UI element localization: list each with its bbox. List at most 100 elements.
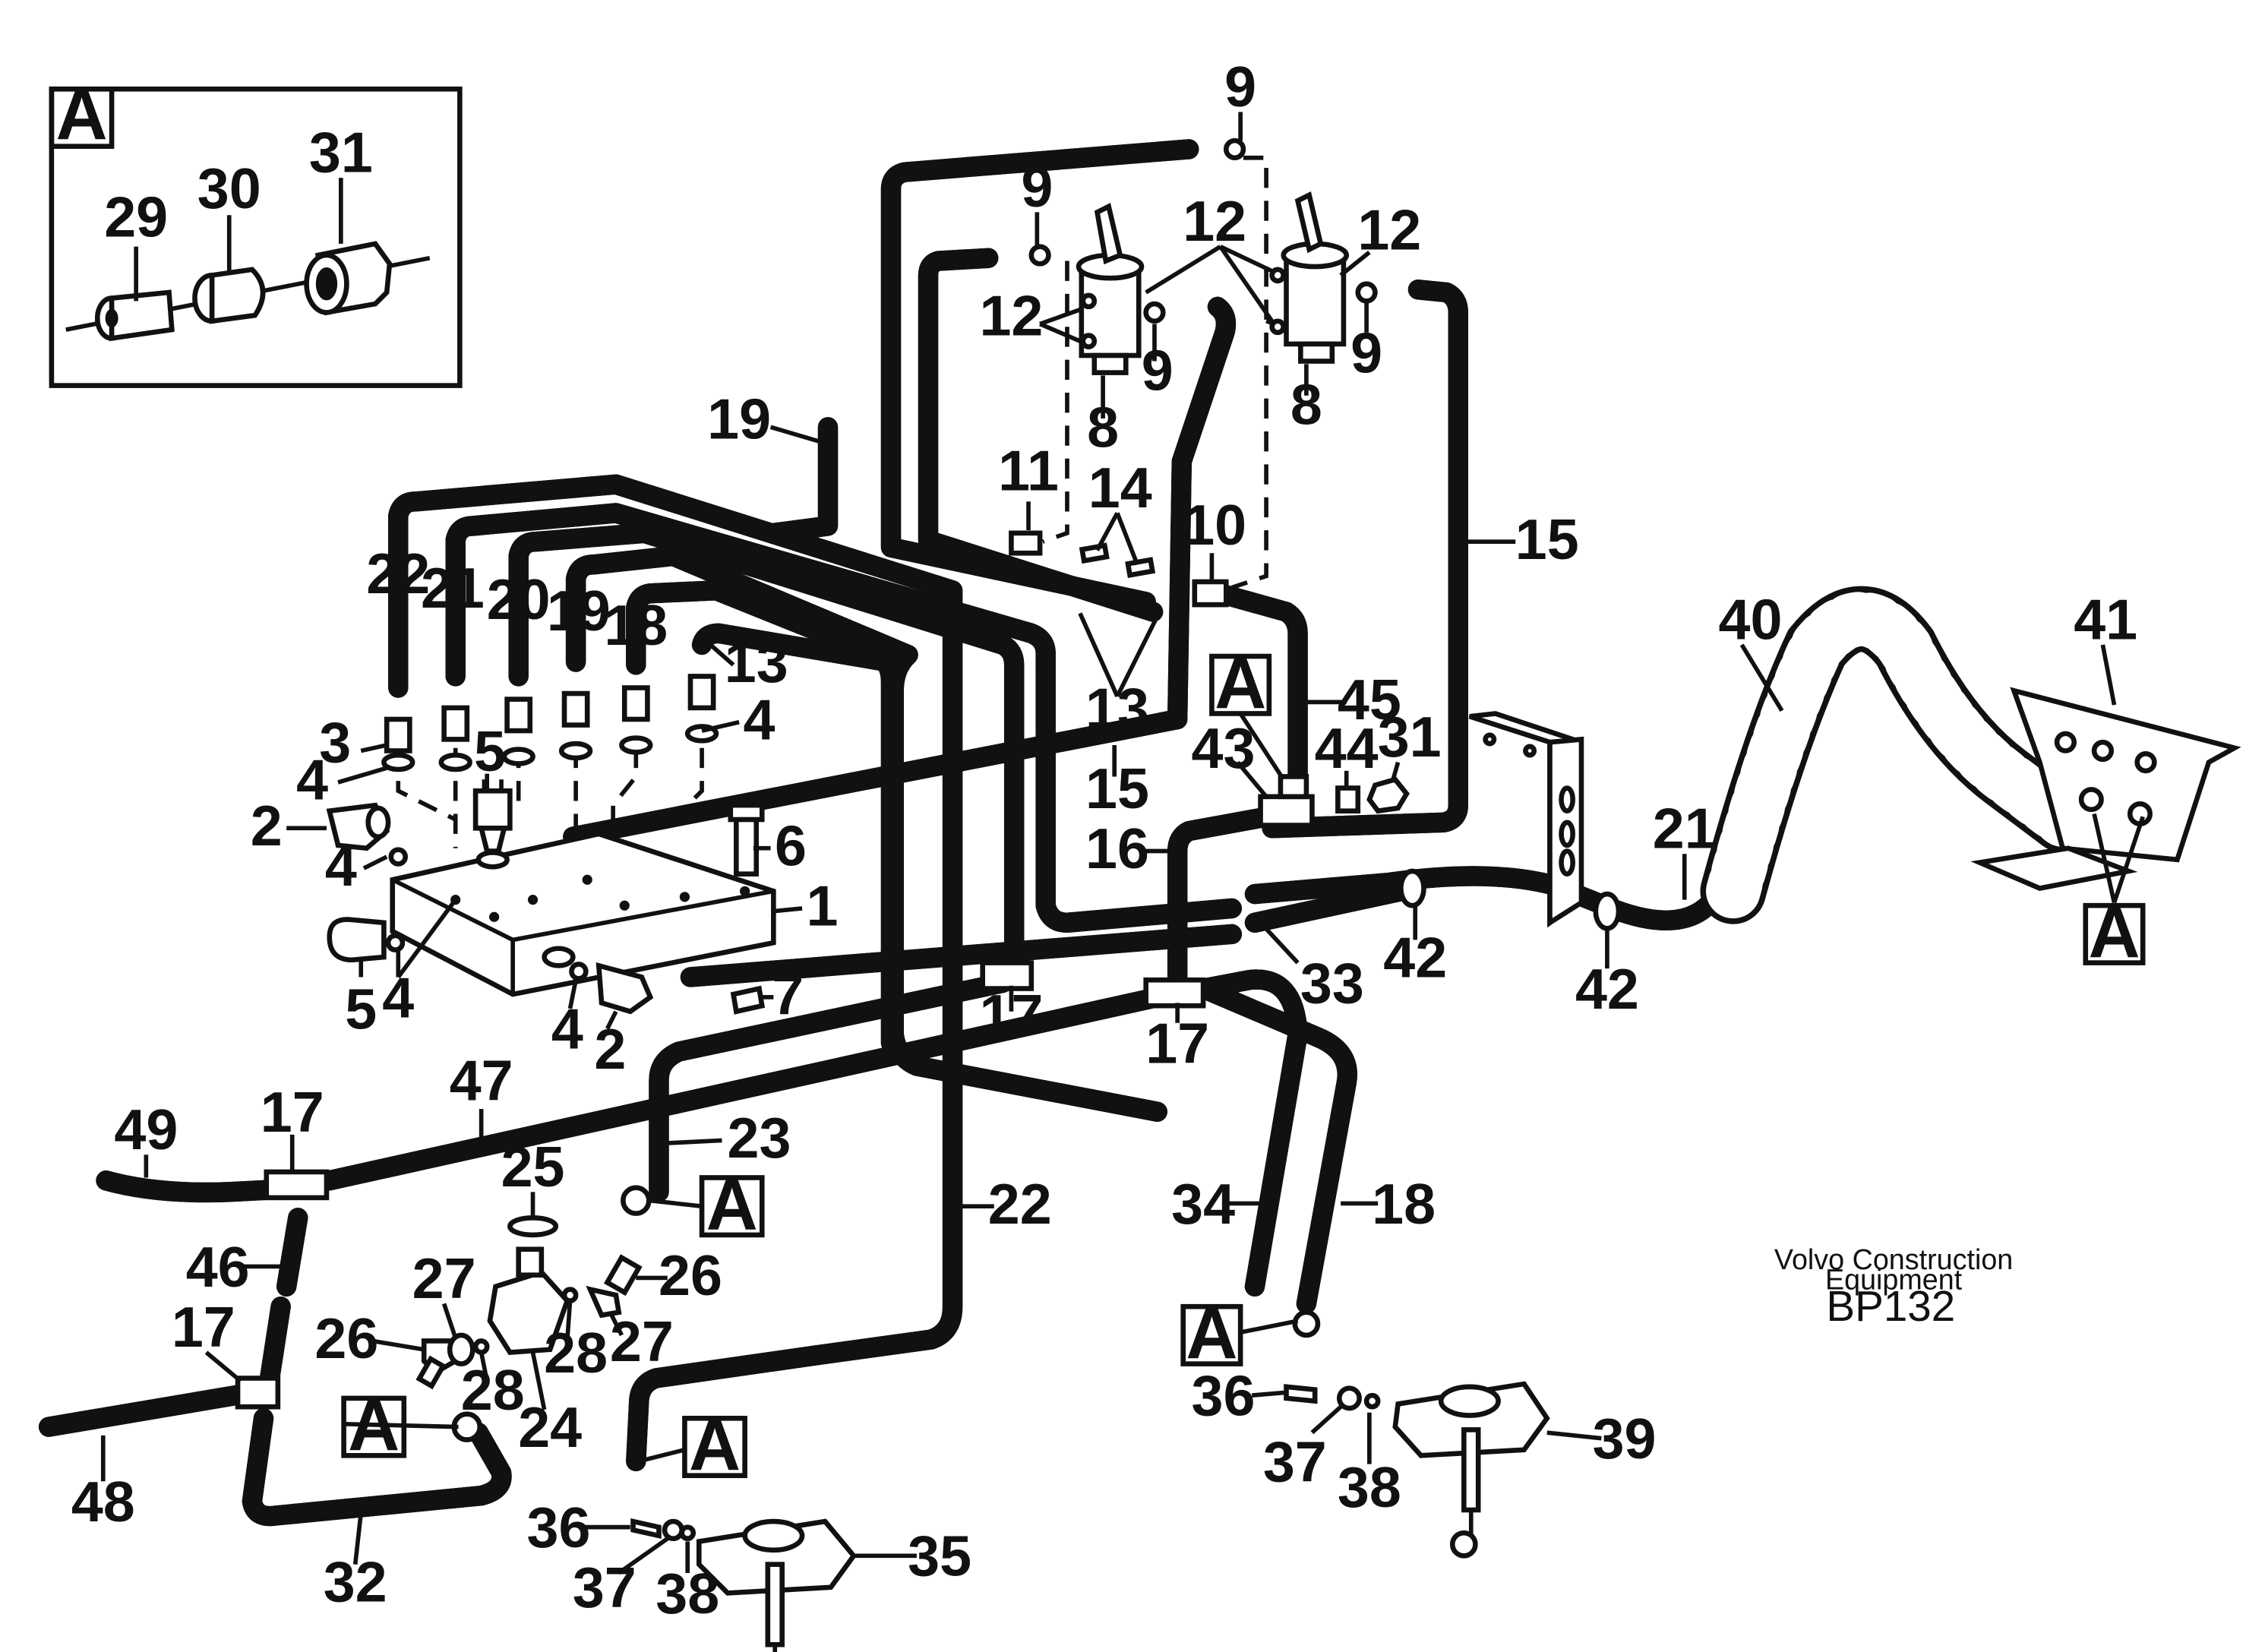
- callout-23: 23: [728, 1106, 791, 1170]
- tee-17-d: [235, 1376, 281, 1410]
- callout-26: 26: [659, 1243, 722, 1307]
- callout-42: 42: [1383, 925, 1447, 989]
- plug-11: [1009, 530, 1043, 556]
- callout-27: 27: [412, 1246, 476, 1310]
- plug-10: [1192, 579, 1229, 608]
- detail-a-label-45: A: [1215, 643, 1266, 723]
- callout-18: 18: [1372, 1172, 1436, 1236]
- callout-9: 9: [1350, 321, 1382, 385]
- fitting-19: [558, 690, 593, 761]
- nut-44: [1335, 785, 1361, 813]
- pipe-interiors: [49, 149, 1719, 1516]
- distribution-block: [390, 831, 776, 997]
- valve-24: [415, 1185, 652, 1442]
- callout-25: 25: [501, 1135, 565, 1199]
- callout-17: 17: [261, 1080, 324, 1144]
- callout-5: 5: [345, 977, 377, 1041]
- callout-31: 31: [1378, 705, 1442, 769]
- inset-callout-29: 29: [104, 185, 168, 248]
- grommet-42-b: [1593, 891, 1622, 931]
- callout-13: 13: [725, 630, 788, 694]
- callout-2: 2: [594, 1017, 626, 1081]
- callout-48: 48: [71, 1470, 135, 1534]
- callout-19: 19: [707, 387, 771, 450]
- callout-45: 45: [1338, 668, 1401, 731]
- callout-37: 37: [1263, 1429, 1327, 1493]
- callout-35: 35: [908, 1524, 971, 1588]
- drawing-code: BP132: [1826, 1282, 1955, 1330]
- top-fittings-row: [381, 674, 719, 772]
- callout-8: 8: [1290, 373, 1322, 437]
- fitting-20: [501, 696, 535, 766]
- pins-14: [1079, 542, 1156, 578]
- maker-line-2: Equipment: [1825, 1264, 1963, 1296]
- union-nut-31: [304, 241, 393, 316]
- callout-17: 17: [1145, 1012, 1209, 1076]
- callout-12: 12: [979, 284, 1043, 348]
- callout-1: 1: [806, 874, 838, 938]
- callout-27: 27: [610, 1309, 674, 1373]
- callout-15: 15: [1085, 757, 1149, 820]
- callout-4: 4: [325, 834, 357, 898]
- callout-41: 41: [2074, 587, 2137, 651]
- callout-21: 21: [1653, 797, 1717, 861]
- callout-20: 20: [487, 567, 551, 631]
- callout-6: 6: [775, 813, 807, 877]
- callout-4: 4: [296, 748, 328, 812]
- inset-callout-31: 31: [309, 121, 373, 185]
- tee-17-c: [264, 1169, 330, 1201]
- inset-callout-30: 30: [197, 156, 261, 220]
- callout-14: 14: [1088, 456, 1152, 520]
- callout-47: 47: [450, 1049, 513, 1113]
- sensor-5-upper: [472, 779, 513, 870]
- detail-a-label-18: A: [1186, 1293, 1237, 1373]
- nut-7: [730, 985, 766, 1015]
- inset-detail-a: A 29 30 31: [49, 74, 463, 388]
- callout-4: 4: [744, 687, 776, 751]
- callout-numbers: 9 9 12 12 12 8 8 9 9 11 14 10 19 15 22 2…: [71, 55, 2137, 1625]
- callout-10: 10: [1183, 493, 1246, 557]
- callout-3: 3: [319, 711, 351, 775]
- callout-36: 36: [1192, 1364, 1256, 1428]
- stoplight-switch-35: [630, 1518, 858, 1652]
- leader-lines: [100, 112, 2145, 1575]
- tee-17-a: [980, 960, 1035, 991]
- callout-2: 2: [251, 794, 283, 858]
- callout-5: 5: [474, 719, 506, 783]
- callout-9: 9: [1142, 338, 1174, 402]
- detail-a-refs: A A A A A A: [341, 643, 2146, 1485]
- callout-17: 17: [172, 1295, 235, 1359]
- detail-a-label-41: A: [2088, 892, 2140, 972]
- callout-22: 22: [988, 1172, 1052, 1236]
- maker-footer: Volvo Construction Equipment BP132: [1774, 1243, 2013, 1330]
- callout-46: 46: [186, 1235, 250, 1299]
- callout-32: 32: [324, 1550, 387, 1614]
- pressure-switch-2-upper: [326, 802, 408, 867]
- nut-31: [1366, 776, 1410, 814]
- callout-21: 21: [421, 556, 485, 620]
- callout-19: 19: [547, 579, 611, 643]
- brake-valve-right: [1223, 137, 1378, 364]
- callout-39: 39: [1593, 1407, 1657, 1470]
- callout-7: 7: [772, 962, 804, 1026]
- callout-40: 40: [1719, 587, 1783, 651]
- inset-label: A: [55, 74, 107, 154]
- callout-28: 28: [544, 1321, 608, 1385]
- callout-16: 16: [1085, 817, 1149, 880]
- callout-22: 22: [366, 542, 430, 605]
- callout-26: 26: [314, 1306, 378, 1370]
- callout-38: 38: [1338, 1455, 1401, 1519]
- callout-4: 4: [382, 965, 414, 1029]
- mounting-bracket: [1468, 711, 1584, 928]
- callout-49: 49: [114, 1098, 178, 1161]
- fitting-21: [438, 705, 472, 772]
- tee-43: [1258, 774, 1315, 828]
- callout-11: 11: [998, 438, 1059, 502]
- callout-24: 24: [518, 1395, 582, 1459]
- callout-18: 18: [604, 593, 668, 657]
- callout-12: 12: [1357, 197, 1421, 261]
- elbow-2-lower: [569, 962, 654, 1015]
- bolt-6: [728, 802, 765, 877]
- callout-12: 12: [1183, 189, 1246, 253]
- fitting-18: [619, 685, 653, 755]
